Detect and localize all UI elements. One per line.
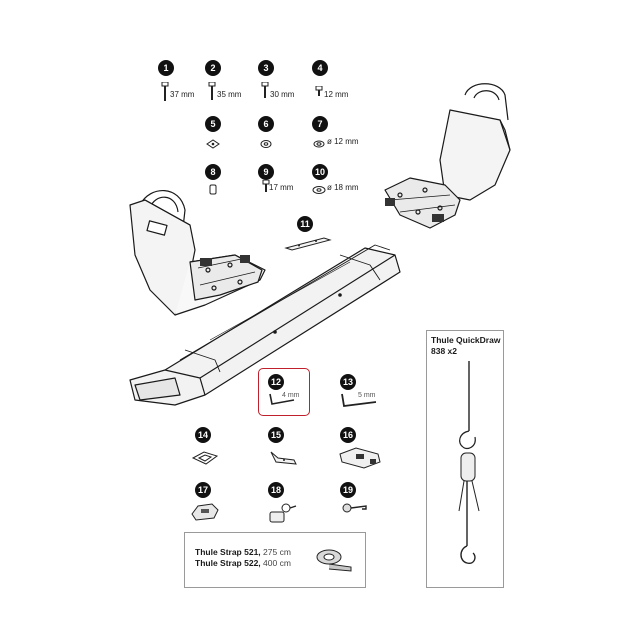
strap-521-length: 275 cm xyxy=(263,547,291,557)
part-number-badge: 15 xyxy=(268,427,284,443)
part-label: 30 mm xyxy=(270,90,295,99)
part-label: 12 mm xyxy=(324,90,349,99)
key-icon xyxy=(340,500,370,521)
part-number-badge: 18 xyxy=(268,482,284,498)
clip-icon xyxy=(268,448,298,471)
quickdraw-info-box: Thule QuickDraw 838 x2 xyxy=(426,330,504,588)
left-cradle-drawing xyxy=(129,190,266,316)
bolt-icon xyxy=(314,85,324,105)
part-number-badge: 4 xyxy=(312,60,328,76)
part-label: ø 18 mm xyxy=(327,183,359,192)
lock-washer-icon xyxy=(259,136,273,154)
part-number-badge: 11 xyxy=(297,216,313,232)
nut-icon xyxy=(208,183,218,201)
washer-icon xyxy=(312,136,326,154)
quickdraw-icon xyxy=(449,361,489,586)
part-number-badge: 19 xyxy=(340,482,356,498)
lock-key-icon xyxy=(264,500,298,531)
part-label: 5 mm xyxy=(358,392,376,399)
strap-522-line: Thule Strap 522, 400 cm xyxy=(195,558,291,569)
part-number-badge: 10 xyxy=(312,164,328,180)
part-number-badge: 1 xyxy=(158,60,174,76)
hex-key-icon xyxy=(266,392,296,413)
part-label: ø 12 mm xyxy=(327,137,359,146)
bolt-icon xyxy=(160,81,170,107)
part-number-badge: 13 xyxy=(340,374,356,390)
part-label: 4 mm xyxy=(282,392,300,399)
strap-info-box: Thule Strap 521, 275 cm Thule Strap 522,… xyxy=(184,532,366,588)
right-cradle-drawing xyxy=(384,83,511,229)
plate-icon xyxy=(284,236,332,257)
strap-522-name: Thule Strap 522, xyxy=(195,558,261,568)
part-number-badge: 7 xyxy=(312,116,328,132)
hex-key-icon xyxy=(338,392,380,415)
block-icon xyxy=(336,444,386,475)
bracket-icon xyxy=(190,446,220,473)
part-label: 37 mm xyxy=(170,90,195,99)
part-number-badge: 12 xyxy=(268,374,284,390)
part-label: 17 mm xyxy=(269,183,294,192)
highlight-frame xyxy=(258,368,310,416)
base-bar-drawing xyxy=(129,244,401,406)
part-number-badge: 16 xyxy=(340,427,356,443)
bolt-icon xyxy=(207,81,217,107)
bolt-icon xyxy=(261,179,271,199)
quickdraw-count: 838 x2 xyxy=(431,346,457,356)
square-washer-icon xyxy=(205,136,221,154)
bolt-icon xyxy=(260,81,270,107)
part-number-badge: 6 xyxy=(258,116,274,132)
strap-roll-icon xyxy=(313,545,355,578)
part-number-badge: 17 xyxy=(195,482,211,498)
cap-icon xyxy=(190,500,220,527)
strap-521-line: Thule Strap 521, 275 cm xyxy=(195,547,291,558)
part-number-badge: 8 xyxy=(205,164,221,180)
part-number-badge: 2 xyxy=(205,60,221,76)
strap-522-length: 400 cm xyxy=(263,558,291,568)
part-number-badge: 3 xyxy=(258,60,274,76)
part-label: 35 mm xyxy=(217,90,242,99)
part-number-badge: 14 xyxy=(195,427,211,443)
quickdraw-title: Thule QuickDraw xyxy=(431,335,501,345)
strap-521-name: Thule Strap 521, xyxy=(195,547,261,557)
part-number-badge: 9 xyxy=(258,164,274,180)
part-number-badge: 5 xyxy=(205,116,221,132)
washer-icon xyxy=(312,182,326,200)
